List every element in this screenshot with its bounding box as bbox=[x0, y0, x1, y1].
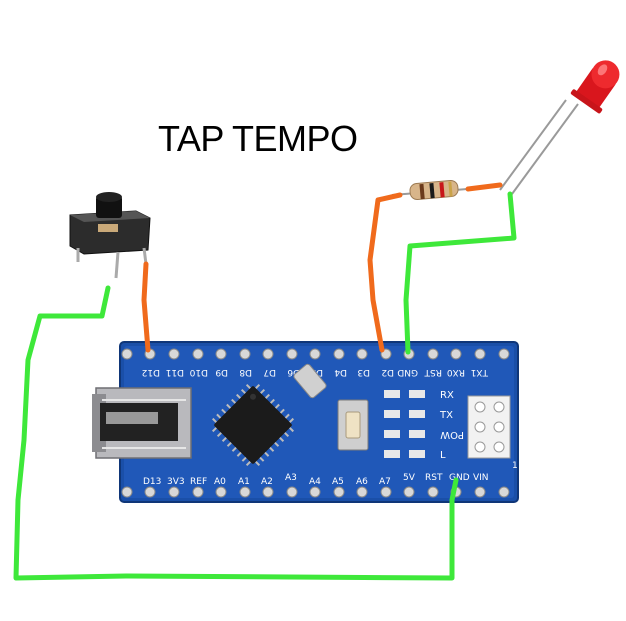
pin-label-rst-bottom: RST bbox=[425, 473, 443, 483]
led-label-pow: POW bbox=[440, 429, 464, 440]
pin-label-gnd-top: GND bbox=[397, 367, 418, 377]
pin-label-d9: D9 bbox=[215, 367, 228, 377]
pin-label-rx0: RX0 bbox=[447, 367, 465, 377]
pin-label-a3: A3 bbox=[285, 473, 297, 483]
arduino-nano-board bbox=[119, 341, 519, 503]
wire-led-to-gnd-top bbox=[403, 191, 517, 355]
pin-label-d12: D12 bbox=[142, 367, 160, 377]
red-led bbox=[499, 60, 620, 195]
pin-label-d10: D10 bbox=[189, 367, 208, 377]
led-label-rx: RX bbox=[440, 390, 454, 401]
pin-label-a6: A6 bbox=[356, 477, 368, 487]
resistor bbox=[391, 180, 481, 200]
pin-label-d4: D4 bbox=[334, 367, 347, 377]
icsp-header: 1 bbox=[467, 395, 518, 471]
bottom-pin-labels: D13 3V3 REF A0 A1 A2 A3 A4 A5 A6 A7 5V R… bbox=[143, 473, 489, 487]
usb-connector bbox=[92, 387, 192, 459]
pin-label-d8: D8 bbox=[239, 367, 252, 377]
bottom-pin-row bbox=[121, 486, 510, 498]
led-label-tx: TX bbox=[439, 410, 453, 421]
pin-label-gnd-bottom: GND bbox=[449, 473, 470, 483]
led-label-l: L bbox=[440, 450, 446, 461]
pin-label-d2: D2 bbox=[381, 367, 394, 377]
diagram-title: TAP TEMPO bbox=[158, 118, 358, 159]
pin-label-d3: D3 bbox=[357, 367, 370, 377]
wire-resistor-to-d2 bbox=[367, 192, 403, 353]
pin-label-3v3: 3V3 bbox=[167, 477, 185, 487]
pin-label-a5: A5 bbox=[332, 477, 344, 487]
pin-label-d11: D11 bbox=[166, 367, 184, 377]
pin-label-a2: A2 bbox=[261, 477, 273, 487]
microcontroller-chip bbox=[211, 383, 295, 467]
icsp-pin1-mark: 1 bbox=[512, 461, 518, 471]
reset-button bbox=[337, 399, 369, 451]
pin-label-vin: VIN bbox=[473, 473, 489, 483]
push-button bbox=[69, 192, 151, 279]
top-pin-row bbox=[121, 348, 510, 360]
wire-led-to-resistor bbox=[465, 182, 503, 192]
pin-label-a0: A0 bbox=[214, 477, 226, 487]
pin-label-a7: A7 bbox=[379, 477, 391, 487]
crystal-oscillator bbox=[293, 363, 327, 399]
pin-label-rst-top: RST bbox=[424, 367, 442, 377]
pin-label-tx1: TX1 bbox=[471, 367, 489, 377]
pin-label-d7: D7 bbox=[263, 367, 276, 377]
pin-label-d5: D5 bbox=[310, 367, 323, 377]
pin-label-d13: D13 bbox=[143, 477, 161, 487]
status-leds: RX TX POW L bbox=[384, 390, 464, 461]
pin-label-d6: D6 bbox=[287, 367, 300, 377]
pin-label-5v: 5V bbox=[403, 473, 416, 483]
pin-label-a4: A4 bbox=[309, 477, 321, 487]
top-pin-labels: D12 D11 D10 D9 D8 D7 D6 D5 D4 D3 D2 GND … bbox=[142, 367, 489, 377]
wire-button-to-gnd bbox=[13, 285, 459, 581]
pin-label-ref: REF bbox=[190, 477, 207, 487]
wiring bbox=[13, 182, 517, 581]
pin-label-a1: A1 bbox=[238, 477, 250, 487]
wire-button-to-d12 bbox=[141, 261, 151, 353]
